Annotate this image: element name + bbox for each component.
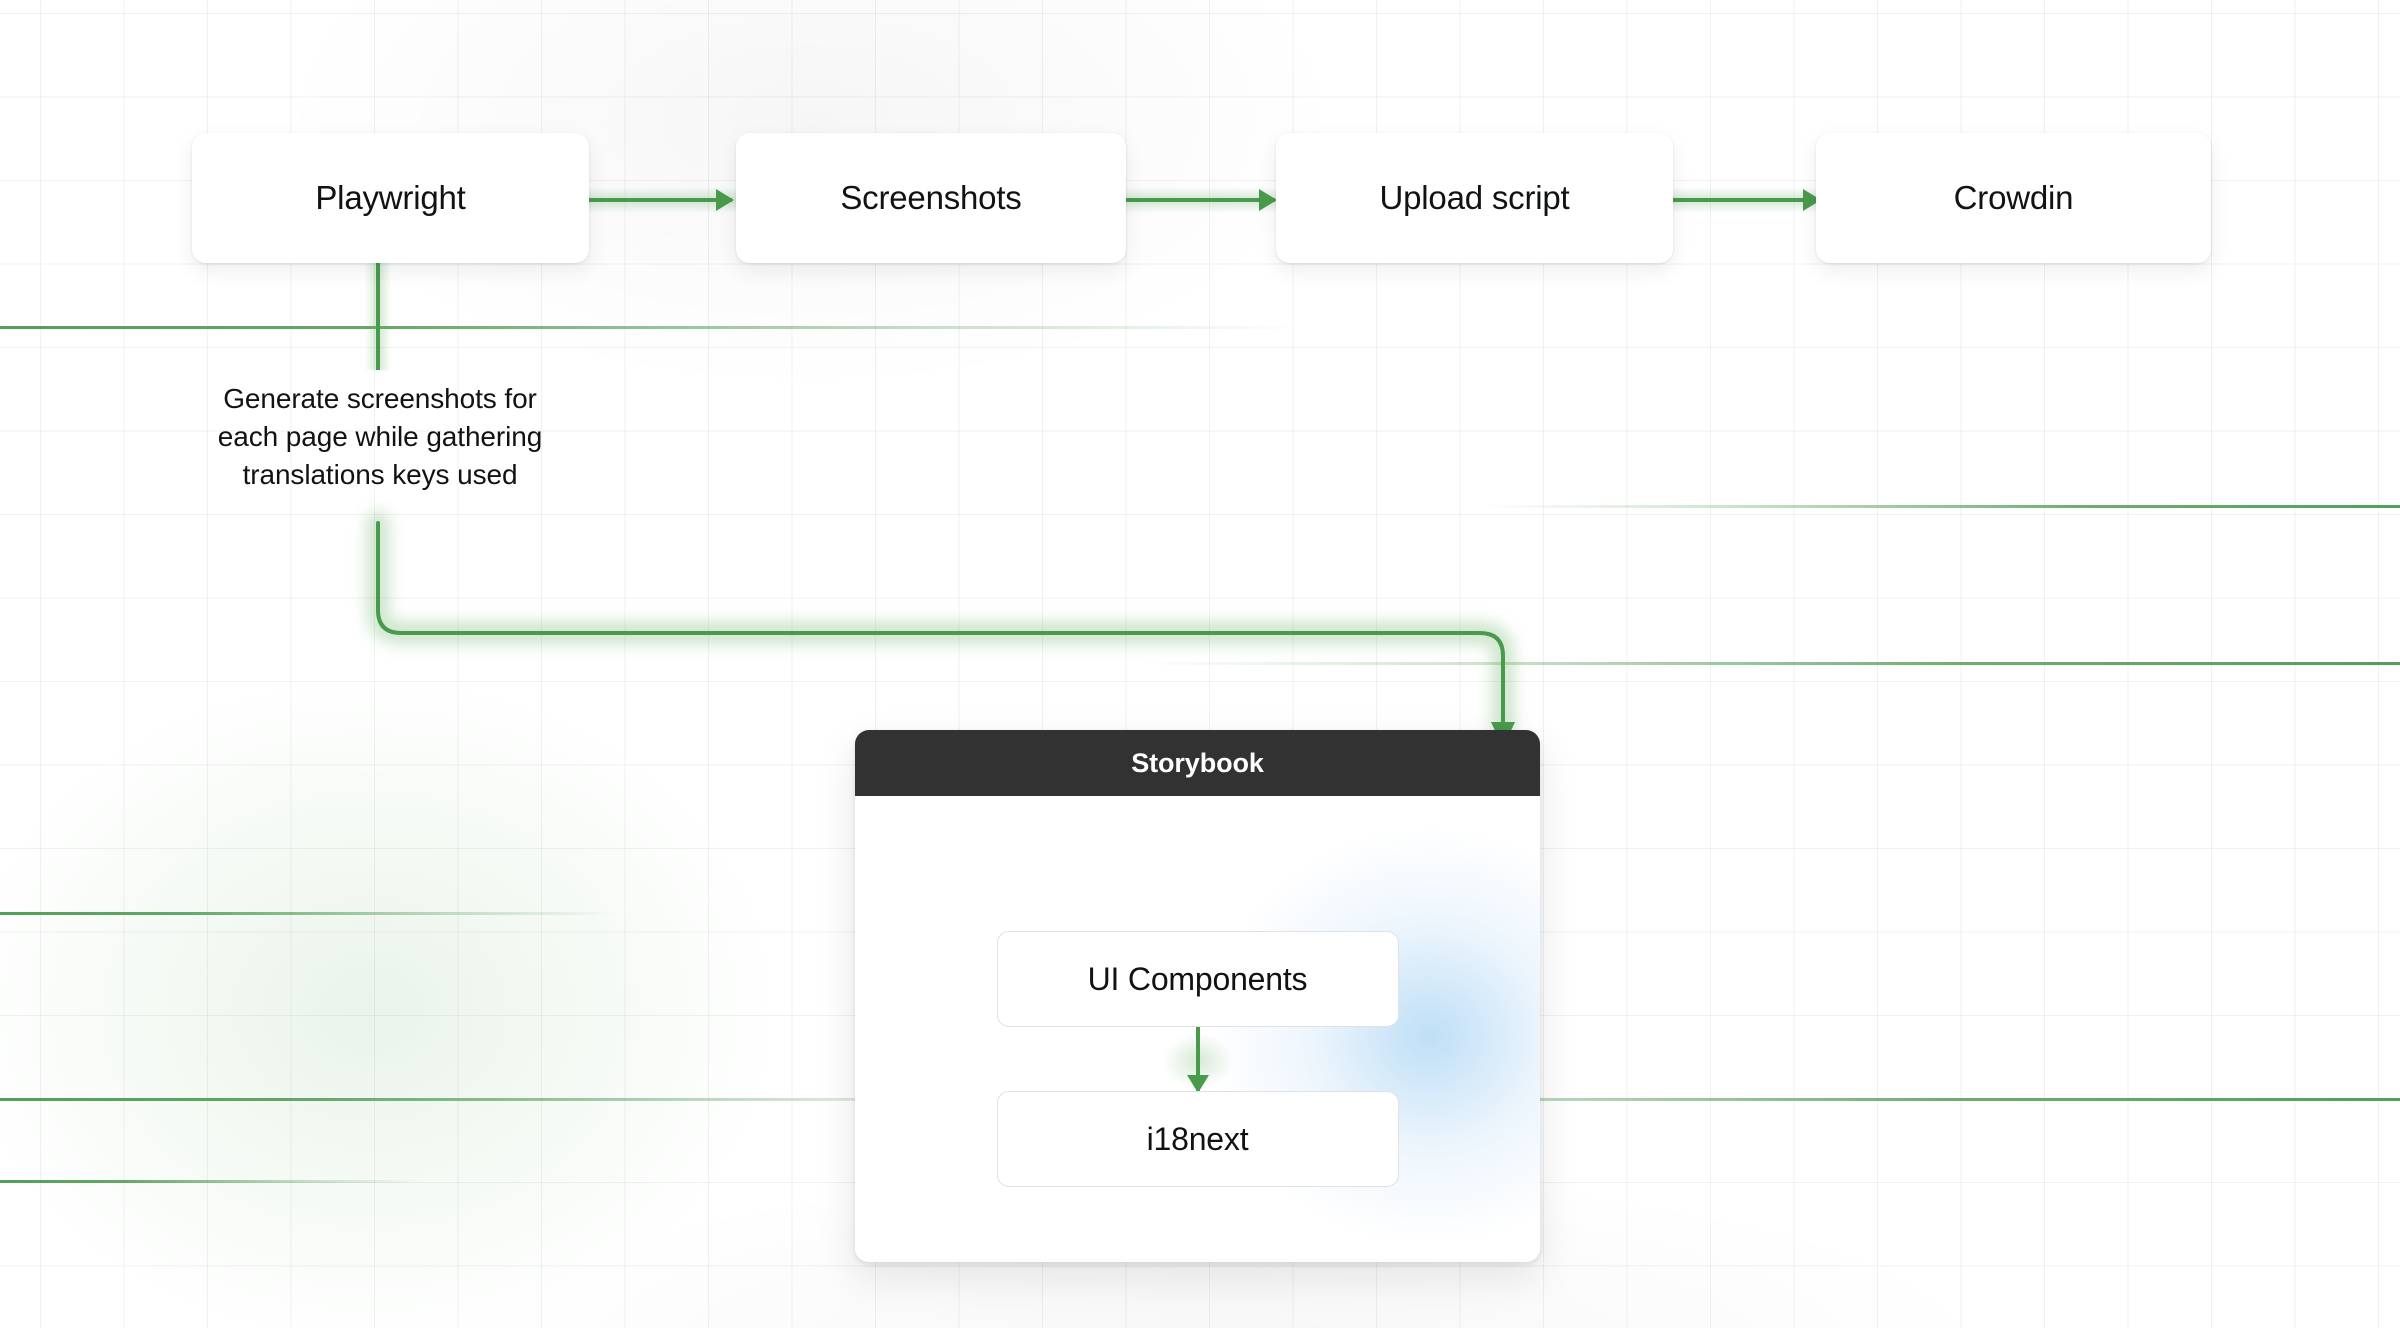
vline-playwright-down — [376, 258, 380, 370]
node-playwright-label: Playwright — [315, 179, 466, 216]
node-i18next[interactable]: i18next — [996, 1091, 1399, 1187]
node-screenshots[interactable]: Screenshots — [736, 133, 1126, 263]
node-upload-script[interactable]: Upload script — [1276, 133, 1673, 263]
node-crowdin[interactable]: Crowdin — [1816, 133, 2211, 263]
node-ui-components-label: UI Components — [1087, 960, 1308, 997]
node-screenshots-label: Screenshots — [840, 179, 1022, 216]
node-crowdin-label: Crowdin — [1953, 179, 2074, 216]
storybook-panel-body: UI Components i18next — [855, 796, 1540, 1262]
flow-caption: Generate screenshots for each page while… — [217, 383, 543, 491]
arrow-screenshots-to-upload — [1123, 198, 1275, 202]
storybook-panel-title: Storybook — [1131, 747, 1264, 778]
node-playwright[interactable]: Playwright — [192, 133, 589, 263]
storybook-panel-header: Storybook — [855, 730, 1540, 796]
arrow-playwright-to-screenshots — [582, 198, 732, 202]
storybook-panel[interactable]: Storybook UI Components i18next — [855, 730, 1540, 1262]
node-upload-script-label: Upload script — [1379, 179, 1570, 216]
arrow-ui-components-to-i18next — [1195, 1025, 1200, 1091]
elbow-connector-to-storybook — [366, 511, 1515, 748]
node-ui-components[interactable]: UI Components — [996, 931, 1399, 1027]
arrow-upload-to-crowdin — [1665, 198, 1819, 202]
node-i18next-label: i18next — [1146, 1120, 1249, 1157]
